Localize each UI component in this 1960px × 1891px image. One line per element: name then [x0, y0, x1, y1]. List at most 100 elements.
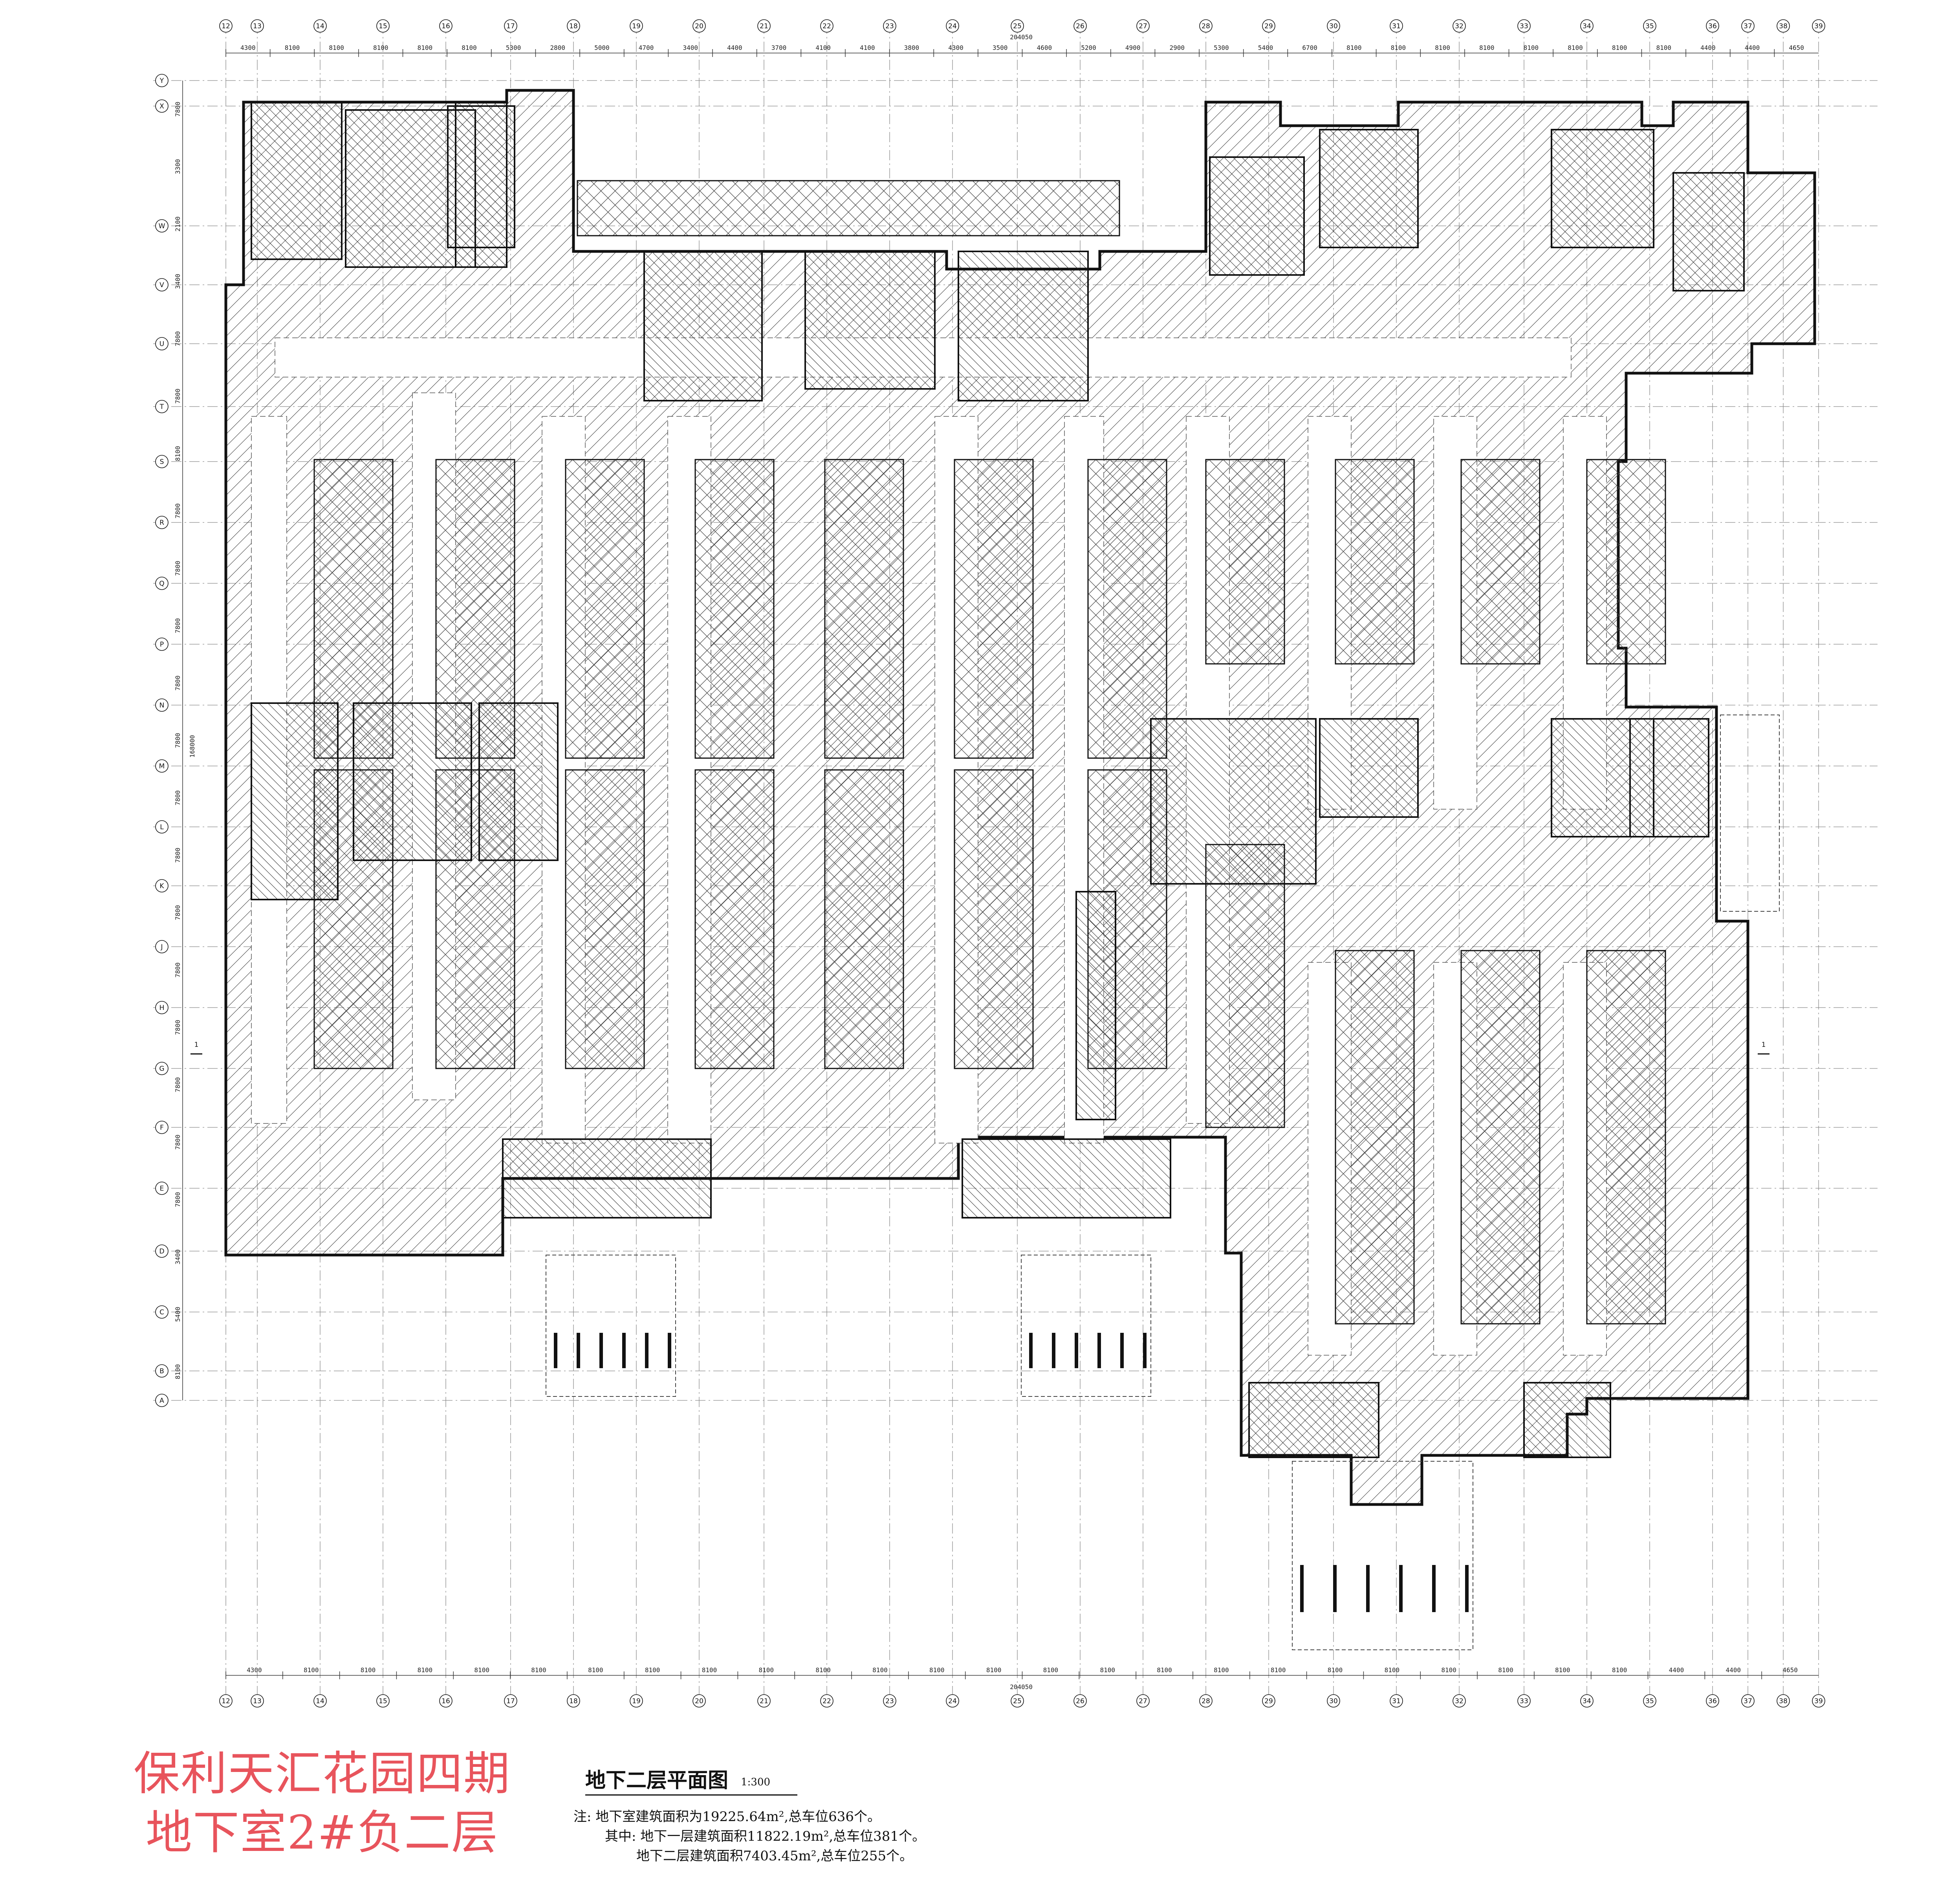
- parking-bay-block: [565, 769, 645, 1069]
- parking-bay-block: [1586, 950, 1666, 1325]
- col-bubble-bottom-circle: [1812, 1694, 1825, 1708]
- row-bubble-left-label: M: [159, 762, 165, 770]
- parking-bay-block: [694, 769, 775, 1069]
- stair-core: [1248, 1382, 1379, 1458]
- col-bubble-top-circle: [567, 19, 580, 33]
- stair-cores: [251, 101, 1745, 1458]
- col-bubble-top-label: 39: [1814, 22, 1823, 30]
- col-bubble-bottom-circle: [946, 1694, 959, 1708]
- col-bubble-bottom-circle: [883, 1694, 896, 1708]
- area-notes: 注: 地下室建筑面积为19225.64m²,总车位636个。 其中: 地下一层建…: [573, 1807, 925, 1866]
- col-bubble-top-circle: [946, 19, 959, 33]
- row-bubble-left-label: H: [159, 1004, 165, 1012]
- row-bubble-left-label: U: [159, 340, 164, 348]
- bottom-dim-label: 8100: [929, 1666, 945, 1674]
- parking-bay-block: [1087, 459, 1167, 759]
- top-dim-label: 3500: [993, 44, 1008, 51]
- col-bubble-top-circle: [1777, 19, 1790, 33]
- col-bubble-top-circle: [219, 19, 233, 33]
- drawing-title: 地下二层平面图 1:300: [585, 1764, 770, 1793]
- top-dim-label: 5200: [1081, 44, 1096, 51]
- col-bubble-bottom-circle: [376, 1694, 390, 1708]
- stair-core: [1075, 891, 1116, 1120]
- bottom-dim-label: 8100: [1271, 1666, 1286, 1674]
- top-dim-label: 8100: [418, 44, 433, 51]
- col-bubble-bottom-label: 12: [222, 1697, 230, 1705]
- col-bubble-bottom-label: 33: [1520, 1697, 1528, 1705]
- stair-core: [1209, 156, 1305, 276]
- col-bubble-top-circle: [1390, 19, 1403, 33]
- parking-bay-block: [824, 459, 904, 759]
- stair-core: [251, 702, 339, 900]
- left-dim-label: 7800: [174, 1192, 181, 1207]
- col-bubble-top-label: 33: [1520, 22, 1528, 30]
- col-bubble-top-circle: [692, 19, 706, 33]
- row-bubble-left-circle: [155, 1062, 169, 1075]
- bottom-dim-label: 8100: [1100, 1666, 1115, 1674]
- bottom-dim-label: 8100: [986, 1666, 1002, 1674]
- col-bubble-top-label: 36: [1708, 22, 1717, 30]
- section-mark: 1: [194, 1041, 199, 1049]
- row-bubble-left-label: J: [160, 943, 163, 951]
- col-bubble-top-circle: [757, 19, 771, 33]
- col-bubble-bottom-label: 39: [1814, 1697, 1823, 1705]
- tower-footprints: [546, 715, 1780, 1650]
- row-bubble-left-label: X: [159, 103, 164, 110]
- left-dim-label: 7800: [174, 388, 181, 404]
- col-bubble-top-label: 34: [1583, 22, 1591, 30]
- top-dim-label: 4600: [1037, 44, 1052, 51]
- project-title-line2: 地下室2#负二层: [146, 1805, 498, 1860]
- col-bubble-top-circle: [1011, 19, 1024, 33]
- top-dim-label: 3400: [683, 44, 698, 51]
- stair-core: [804, 251, 936, 390]
- col-bubble-top-label: 20: [695, 22, 703, 30]
- col-bubble-bottom-circle: [1199, 1694, 1213, 1708]
- col-bubble-top-label: 17: [506, 22, 515, 30]
- col-bubble-bottom-circle: [251, 1694, 264, 1708]
- row-bubble-left-label: W: [159, 222, 165, 230]
- left-dim-label: 3400: [174, 274, 181, 289]
- tower-footprint: [1720, 715, 1780, 912]
- col-bubble-bottom-label: 22: [822, 1697, 831, 1705]
- col-bubble-top-circle: [1327, 19, 1340, 33]
- section-mark: 1: [1762, 1041, 1766, 1049]
- col-bubble-bottom-circle: [820, 1694, 833, 1708]
- col-bubble-top-circle: [1812, 19, 1825, 33]
- col-bubble-bottom-circle: [1517, 1694, 1531, 1708]
- title-underline: [585, 1794, 797, 1796]
- left-dim-label: 7800: [174, 561, 181, 576]
- stair-core: [962, 1138, 1171, 1219]
- row-bubble-left-circle: [155, 219, 169, 233]
- bottom-dim-label: 8100: [1498, 1666, 1513, 1674]
- parking-bay-block: [954, 459, 1034, 759]
- col-bubble-top-label: 29: [1264, 22, 1273, 30]
- col-bubble-top-circle: [1453, 19, 1466, 33]
- bottom-dim-label: 8100: [1385, 1666, 1400, 1674]
- left-dim-label: 7800: [174, 848, 181, 863]
- parking-bay-block: [1205, 459, 1285, 665]
- bottom-dim-label: 8100: [418, 1666, 433, 1674]
- top-dim-label: 5000: [594, 44, 610, 51]
- row-bubble-left-circle: [155, 1182, 169, 1195]
- top-dim-label: 8100: [1435, 44, 1450, 51]
- col-bubble-top-circle: [1580, 19, 1594, 33]
- col-bubble-top-label: 37: [1744, 22, 1752, 30]
- row-bubble-left-circle: [155, 1394, 169, 1407]
- col-bubble-top-label: 26: [1076, 22, 1084, 30]
- col-bubble-top-label: 35: [1645, 22, 1654, 30]
- col-bubble-bottom-circle: [1390, 1694, 1403, 1708]
- tower-footprint: [1292, 1461, 1473, 1650]
- col-bubble-top-label: 28: [1202, 22, 1210, 30]
- col-bubble-bottom-label: 31: [1392, 1697, 1401, 1705]
- top-dim-label: 3800: [904, 44, 920, 51]
- row-bubble-left-circle: [155, 1001, 169, 1014]
- col-bubble-bottom-label: 36: [1708, 1697, 1717, 1705]
- col-bubble-bottom-circle: [504, 1694, 517, 1708]
- top-dim-label: 4400: [1745, 44, 1760, 51]
- col-bubble-bottom-label: 38: [1779, 1697, 1788, 1705]
- col-bubble-top-label: 27: [1139, 22, 1147, 30]
- col-bubble-top-label: 30: [1329, 22, 1338, 30]
- parking-bay-block: [1335, 459, 1415, 665]
- top-dim-label: 4100: [860, 44, 875, 51]
